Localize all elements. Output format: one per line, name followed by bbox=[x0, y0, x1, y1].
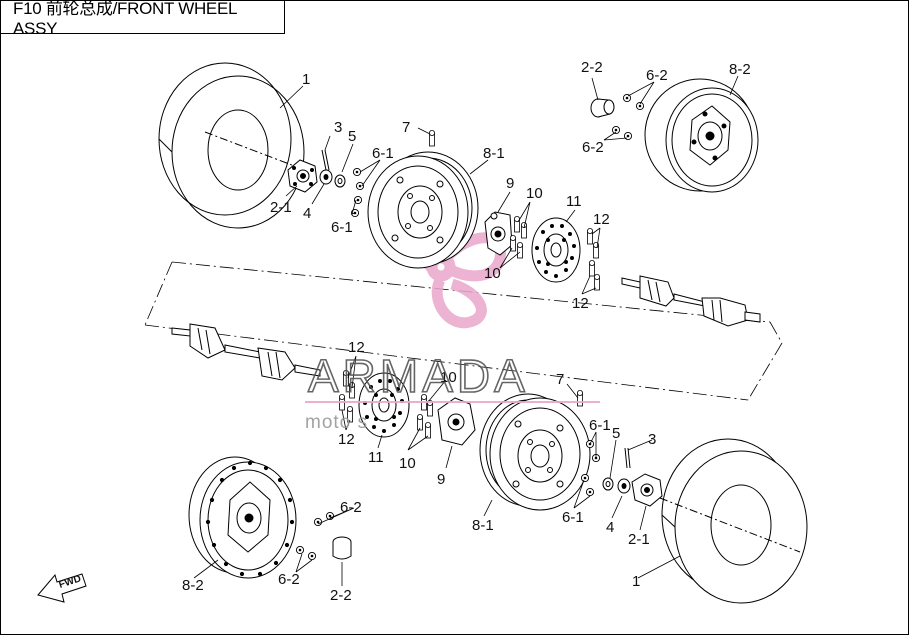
callout-6-2-a: 6-2 bbox=[646, 67, 668, 84]
knuckle-top bbox=[484, 211, 513, 256]
forward-direction-tag: FWD bbox=[37, 573, 87, 603]
callout-6-2-b: 6-2 bbox=[582, 139, 604, 156]
rim-alloy-top bbox=[644, 78, 759, 193]
callout-1-bottom: 1 bbox=[632, 573, 640, 590]
callout-12-d: 12 bbox=[338, 431, 355, 448]
callout-2-1-bottom: 2-1 bbox=[628, 531, 650, 548]
valve-stem-top bbox=[428, 129, 436, 147]
callout-11-top: 11 bbox=[566, 193, 582, 210]
hubcap-bottom bbox=[332, 536, 352, 560]
washer-top bbox=[334, 174, 346, 188]
callout-12-b: 12 bbox=[572, 295, 589, 312]
leader-lines bbox=[193, 75, 739, 586]
callout-10-b: 10 bbox=[484, 265, 501, 282]
callout-7-top: 7 bbox=[402, 119, 410, 136]
callout-2-2-top: 2-2 bbox=[581, 59, 603, 76]
brake-disc-top bbox=[531, 217, 581, 283]
callout-6-1-a: 6-1 bbox=[372, 145, 394, 162]
knuckle-bottom bbox=[437, 397, 476, 446]
callout-7-bottom: 7 bbox=[556, 371, 564, 388]
drive-shaft-bottom bbox=[171, 323, 321, 381]
page-title: F10 前轮总成/FRONT WHEEL ASSY bbox=[13, 0, 237, 38]
callout-11-bottom: 11 bbox=[368, 449, 384, 466]
callout-2-1-top: 2-1 bbox=[270, 199, 292, 216]
watermark-subtext: moto s bbox=[305, 412, 368, 433]
callout-1-top: 1 bbox=[302, 71, 310, 88]
callout-2-2-bottom: 2-2 bbox=[330, 587, 352, 604]
hub-top bbox=[287, 159, 318, 193]
hubcap-top bbox=[590, 98, 615, 118]
callout-10-c: 10 bbox=[440, 369, 457, 386]
rim-alloy-bottom bbox=[188, 456, 297, 579]
callout-6-1-b: 6-1 bbox=[331, 219, 353, 236]
lug-nuts-alloy-top bbox=[611, 93, 645, 141]
valve-stem-bottom bbox=[577, 389, 583, 407]
watermark-brand: ARMADA bbox=[308, 350, 529, 402]
callout-10-a: 10 bbox=[526, 185, 543, 202]
washer-bottom bbox=[602, 477, 614, 491]
callout-4-bottom: 4 bbox=[606, 519, 614, 536]
castle-nut-bottom bbox=[617, 478, 631, 494]
bolts-12-top bbox=[587, 227, 600, 291]
rim-bottom bbox=[479, 393, 591, 511]
callout-6-1-c: 6-1 bbox=[589, 417, 611, 434]
callout-9-bottom: 9 bbox=[437, 471, 445, 488]
callout-5-top: 5 bbox=[348, 128, 356, 145]
callout-3-top: 3 bbox=[334, 119, 342, 136]
callout-10-d: 10 bbox=[399, 455, 416, 472]
cotter-pin-bottom bbox=[624, 447, 631, 469]
callout-8-2-top: 8-2 bbox=[729, 61, 751, 78]
watermark-text: ARMADA moto s bbox=[305, 349, 600, 433]
title-box: F10 前轮总成/FRONT WHEEL ASSY bbox=[0, 0, 285, 38]
hub-bottom bbox=[631, 473, 663, 507]
bolts-10-top bbox=[509, 215, 527, 259]
callout-labels: 1 3 5 6-1 6-1 2-1 4 7 8-1 9 10 10 11 12 … bbox=[182, 59, 751, 604]
drive-shaft-top bbox=[621, 275, 761, 327]
callout-8-1-bottom: 8-1 bbox=[472, 517, 494, 534]
callout-6-2-d: 6-2 bbox=[278, 571, 300, 588]
cotter-pin-top bbox=[321, 149, 330, 171]
callout-5-bottom: 5 bbox=[612, 425, 620, 442]
tire-bottom bbox=[659, 438, 808, 604]
rim-top bbox=[367, 151, 479, 269]
callout-12-a: 12 bbox=[593, 211, 610, 228]
callout-3-bottom: 3 bbox=[648, 431, 656, 448]
callout-8-2-bottom: 8-2 bbox=[182, 577, 204, 594]
callout-6-1-d: 6-1 bbox=[562, 509, 584, 526]
tire-top bbox=[158, 62, 306, 229]
callout-6-2-c: 6-2 bbox=[340, 499, 362, 516]
brake-disc-bottom bbox=[358, 372, 410, 438]
callout-8-1-top: 8-1 bbox=[483, 145, 505, 162]
callout-9-top: 9 bbox=[506, 175, 514, 192]
castle-nut-top bbox=[319, 169, 333, 185]
callout-4-top: 4 bbox=[303, 205, 311, 222]
callout-12-c: 12 bbox=[348, 339, 365, 356]
